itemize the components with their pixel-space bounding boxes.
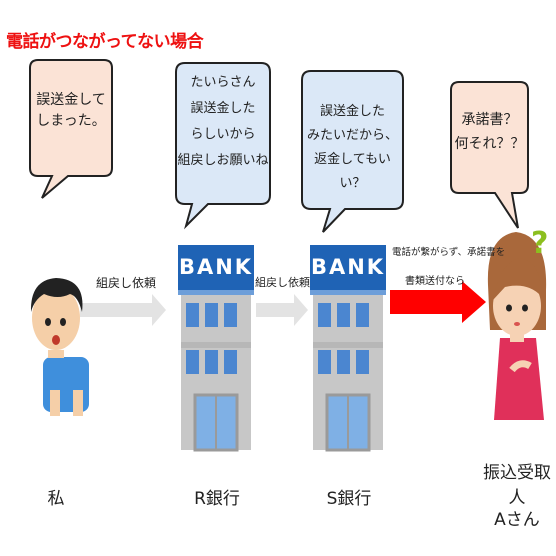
bank-building-s (310, 245, 386, 452)
label-recipient-line2: Aさん (494, 510, 540, 530)
label-s-bank: S銀行 (326, 489, 372, 509)
speech-bubble-r-bank (175, 62, 271, 230)
bubble-s-bank-text: 誤送金した みたいだから、 返金してもいい？ (306, 104, 398, 191)
arrow-document (390, 281, 486, 323)
speech-bubble-recipient (450, 81, 529, 229)
bank-sign-s: BANK (310, 255, 386, 279)
speech-bubble-s-bank (301, 70, 404, 233)
bubble-me-text: 誤送金して しまった。 (36, 92, 106, 129)
arrow-label-request-2: 組戻し依頼 (255, 276, 310, 289)
speech-bubble-me (29, 59, 113, 199)
arrow-label-document-line2: 書類送付なら (405, 276, 465, 287)
label-me: 私 (47, 489, 65, 509)
question-mark-icon: ? (531, 226, 549, 261)
arrow-label-document-line1: 電話が繋がらず、承諾書を (392, 247, 506, 258)
person-recipient-illustration (487, 232, 547, 420)
bubble-recipient-text: 承諾書？ 何それ？？ (454, 112, 525, 152)
label-recipient-line1: 振込受取人 (483, 463, 551, 508)
arrow-request-1 (80, 294, 166, 326)
arrow-label-request-1: 組戻し依頼 (96, 276, 157, 290)
bank-building-r (178, 245, 254, 452)
page-title: 電話がつながってない場合 (6, 32, 204, 52)
arrow-request-2 (256, 294, 308, 326)
person-me-illustration (30, 278, 89, 416)
label-r-bank: R銀行 (194, 489, 240, 509)
bubble-r-bank-text: たいらさん 誤送金した らしいから 組戻しお願いね (177, 75, 269, 168)
bank-sign-r: BANK (178, 255, 254, 279)
